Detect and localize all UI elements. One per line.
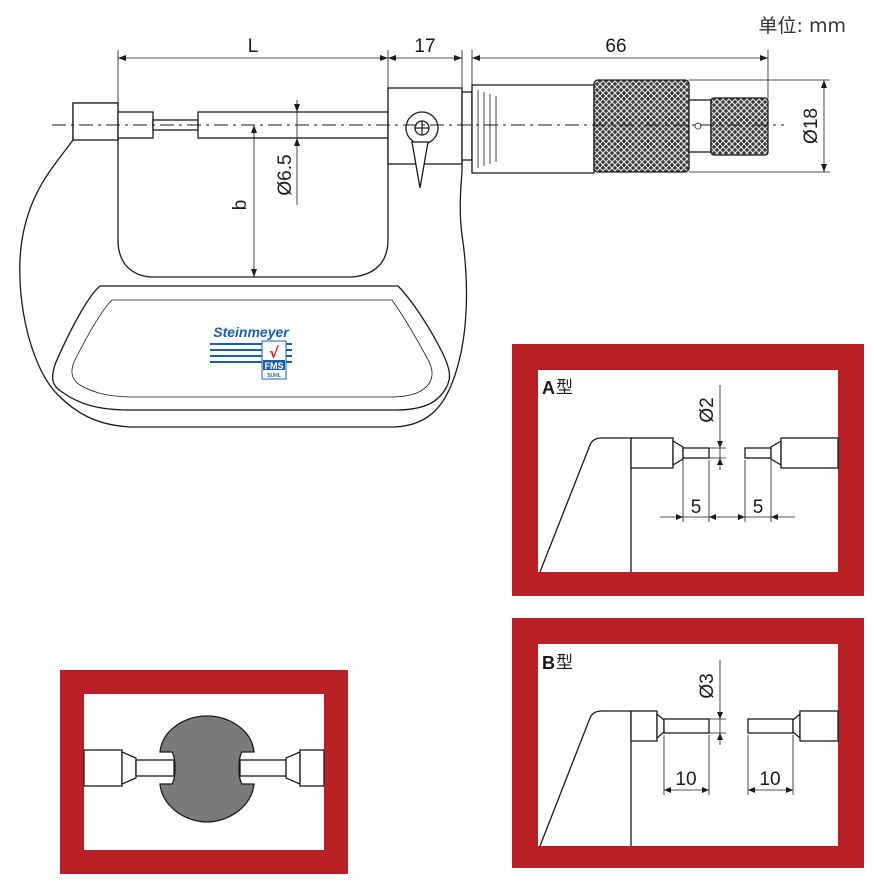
type-b-title-suffix: 型	[556, 653, 573, 673]
type-b-dim-tip-label: Ø3	[697, 673, 718, 698]
type-a-left-tip	[682, 447, 710, 459]
example-workpiece	[159, 715, 255, 823]
ratchet-pin	[694, 122, 702, 130]
dim-66-label: 66	[605, 36, 626, 57]
ratchet-neck	[688, 99, 712, 153]
logo-brand-text: Steinmeyer	[213, 324, 290, 340]
example-left-tip	[135, 759, 175, 777]
type-a-right-tip	[744, 447, 772, 459]
type-a-dim-tip-label: Ø2	[697, 397, 718, 422]
type-a-panel: A 型 Ø2 5 5	[512, 344, 864, 596]
example-right-tip	[239, 759, 287, 777]
measuring-example-panel	[60, 670, 348, 874]
dim-18-label: Ø18	[801, 108, 822, 144]
dim-17-label: 17	[414, 36, 435, 57]
logo-fms-band	[263, 360, 285, 370]
logo-suhl-text: SUHL	[267, 373, 281, 379]
type-b-dim-right-label: 10	[759, 769, 780, 790]
sleeve-collar	[461, 91, 473, 161]
type-b-left-tip	[663, 718, 710, 734]
anvil-block	[72, 102, 119, 141]
type-a-left-cone	[672, 439, 684, 467]
dim-b-label: b	[230, 200, 251, 211]
example-left-cone	[121, 751, 137, 785]
type-b-right-shaft	[799, 710, 839, 742]
type-b-panel: B 型 Ø3 10 10	[512, 618, 864, 868]
insulation-plate	[51, 285, 451, 411]
type-b-title-letter: B	[542, 653, 555, 673]
type-a-frame-body	[539, 437, 632, 573]
logo-stripes-left	[210, 343, 262, 363]
type-a-dim-left-label: 5	[691, 497, 702, 518]
logo-check: √	[269, 344, 280, 362]
sleeve	[471, 84, 595, 174]
lock-screw-cross	[415, 121, 429, 135]
type-b-right-tip	[747, 718, 794, 734]
type-a-title-letter: A	[542, 378, 555, 398]
thimble-knurl	[593, 79, 690, 173]
logo-stripes-right	[286, 343, 292, 363]
type-a-right-shaft	[780, 437, 839, 469]
example-right-shaft	[299, 749, 325, 787]
micrometer-main-drawing: L 17 66 Ø18 b Ø6.5	[19, 36, 830, 428]
type-b-dim-left-label: 10	[675, 769, 696, 790]
dim-6-5-label: Ø6.5	[275, 154, 296, 195]
example-left-shaft	[83, 749, 123, 787]
type-a-left-shaft	[630, 437, 674, 469]
insulation-plate-inner	[71, 299, 433, 398]
type-b-dim-tip-arrows	[717, 712, 723, 740]
type-a-dim-tip-arrows	[717, 441, 723, 465]
steinmeyer-logo: Steinmeyer √ FMS SUHL	[210, 324, 292, 380]
sleeve-graduations	[477, 90, 497, 168]
type-a-dim-right-label: 5	[753, 497, 764, 518]
lock-lever	[411, 141, 429, 189]
type-b-frame-body	[539, 710, 632, 847]
logo-fms-text: FMS	[265, 361, 284, 371]
dim-arrows-17	[388, 55, 462, 61]
type-b-left-shaft	[630, 710, 658, 742]
example-right-cone	[285, 751, 301, 785]
unit-label: 单位: mm	[759, 15, 846, 37]
dim-L-label: L	[248, 36, 259, 57]
type-a-title-suffix: 型	[556, 378, 573, 398]
ratchet-knurl	[710, 97, 769, 156]
